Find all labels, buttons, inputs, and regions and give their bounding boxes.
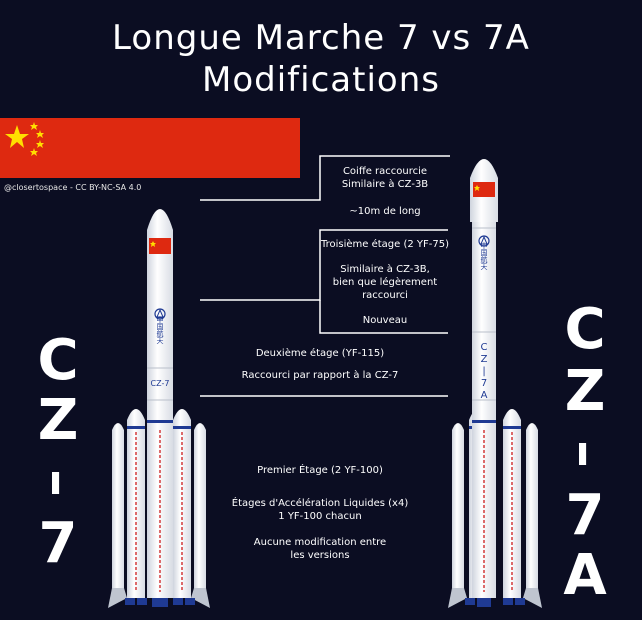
cz7-body-label: CZ-7 <box>151 379 170 388</box>
china-flag-icon <box>0 118 300 178</box>
fairing-line-1: Coiffe raccourcie <box>342 166 428 177</box>
fairing-line-3: ~10m de long <box>349 206 421 217</box>
credit-text: @closertospace - CC BY-NC-SA 4.0 <box>4 183 142 192</box>
cz7a-name-char: A <box>563 543 607 608</box>
third-stage-leader-line-top <box>200 229 448 301</box>
third-stage-line-3: bien que légèrement <box>332 277 438 288</box>
cz7a-body-char: A <box>481 390 488 401</box>
second-stage-line-1: Deuxième étage (YF-115) <box>255 348 385 359</box>
cz7a-logo-text: 中国航天 <box>480 241 488 271</box>
cz7-boosters <box>108 409 210 608</box>
cz7-name-char: – <box>26 469 91 497</box>
third-stage-annotation: Troisième étage (2 YF-75) Similaire à CZ… <box>320 238 450 327</box>
cz7a-body-char: Z <box>481 354 488 365</box>
cz7-name-char: 7 <box>38 511 78 576</box>
rocket-cz7 <box>108 209 210 608</box>
cz7-flag-icon <box>149 238 171 254</box>
third-stage-line-4: raccourci <box>362 290 408 301</box>
title-line-2: Modifications <box>202 60 440 100</box>
cz7-name-char: Z <box>37 388 79 453</box>
third-stage-line-5: Nouveau <box>362 315 408 326</box>
cz7a-name-char: – <box>553 440 618 468</box>
cz7a-flag-icon <box>473 182 495 197</box>
second-stage-annotation: Deuxième étage (YF-115) Raccourci par ra… <box>220 347 420 382</box>
second-stage-line-2: Raccourci par rapport à la CZ-7 <box>241 370 399 381</box>
fairing-line-2: Similaire à CZ-3B <box>341 179 429 190</box>
cz7a-name-char: C <box>564 297 606 362</box>
cz7a-body-label: C Z | 7 A <box>481 342 488 401</box>
cz7a-body-char: C <box>481 342 488 353</box>
fairing-annotation: Coiffe raccourcie Similaire à CZ-3B ~10m… <box>320 165 450 218</box>
first-stage-line-2: Étages d'Accélération Liquides (x4) <box>231 498 409 509</box>
first-stage-line-5: les versions <box>290 550 350 561</box>
fairing-leader-line <box>200 155 450 201</box>
third-stage-leader-line-bottom <box>319 300 448 334</box>
cz7a-name-char: Z <box>564 359 606 424</box>
first-stage-line-4: Aucune modification entre <box>253 537 387 548</box>
rocket-cz7a <box>448 159 542 608</box>
cz7-name-char: C <box>37 328 79 393</box>
third-stage-line-2: Similaire à CZ-3B, <box>340 264 430 275</box>
third-stage-line-1: Troisième étage (2 YF-75) <box>320 239 450 250</box>
title-line-1: Longue Marche 7 vs 7A <box>112 18 530 58</box>
first-stage-line-3: 1 YF-100 chacun <box>278 511 362 522</box>
first-stage-line-1: Premier Étage (2 YF-100) <box>257 465 383 476</box>
first-stage-annotation: Premier Étage (2 YF-100) Étages d'Accélé… <box>210 464 430 562</box>
cz7-logo-text: 中国航天 <box>156 315 164 345</box>
leader-lines <box>200 155 450 397</box>
cz7a-body-char: | <box>482 366 485 377</box>
cz7a-body-char: 7 <box>481 378 487 389</box>
cz7a-name-char: 7 <box>565 483 605 548</box>
